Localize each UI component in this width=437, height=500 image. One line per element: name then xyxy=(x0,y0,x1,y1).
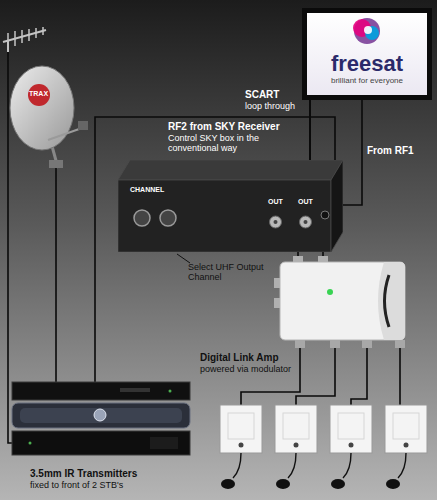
ir-cable xyxy=(398,453,406,478)
display-window xyxy=(150,437,178,449)
part-note: fixed to front of 2 STB's xyxy=(30,480,123,490)
rf2-cable xyxy=(95,117,335,382)
wall-plate xyxy=(220,405,262,453)
amp-body xyxy=(280,262,405,340)
set-top-box xyxy=(12,382,190,400)
logo-swirl xyxy=(354,18,380,44)
dish-lnb xyxy=(78,121,88,130)
aerial-element xyxy=(35,28,37,38)
dish-bracket xyxy=(49,160,63,168)
amp-side xyxy=(378,262,405,340)
channel-knob xyxy=(160,210,176,226)
front-button xyxy=(94,409,106,421)
part-name: Digital Link Amp xyxy=(200,352,279,364)
satellite-dish xyxy=(10,66,88,168)
port-label: OUT xyxy=(298,198,313,206)
ir-receivers xyxy=(221,453,406,489)
dish-arm xyxy=(48,128,82,140)
ir-cable xyxy=(233,453,241,478)
wall-plate xyxy=(385,405,427,453)
cable-note: loop through xyxy=(245,101,295,111)
dish-cable xyxy=(55,168,57,382)
tv-screen: freesatbrilliant for everyone xyxy=(302,8,432,100)
set-top-boxes xyxy=(12,382,190,455)
power-led xyxy=(327,289,333,295)
modulator-box: CHANNEL xyxy=(118,160,343,252)
f-connector xyxy=(395,340,405,348)
amp-trim xyxy=(385,275,390,327)
dish-reflector xyxy=(10,66,74,150)
cable-label: RF2 from SKY Receiver xyxy=(168,121,280,133)
logo-swirl xyxy=(364,26,372,34)
channel-knob xyxy=(134,210,150,226)
ir-jack xyxy=(294,443,299,448)
ir-eye xyxy=(386,479,400,489)
plate-cable xyxy=(296,348,335,405)
scart-cable xyxy=(309,100,311,160)
aerial-boom xyxy=(3,30,46,42)
front-band xyxy=(20,408,182,423)
plate-cable xyxy=(399,348,401,405)
f-connector xyxy=(300,216,312,228)
brand-badge-text: TRAX xyxy=(29,90,48,98)
leader-line xyxy=(177,254,190,263)
set-top-box xyxy=(12,403,190,428)
ir-cable xyxy=(343,453,351,478)
side-face xyxy=(331,160,343,252)
plate-inset xyxy=(338,413,364,439)
port-label: OUT xyxy=(268,198,283,206)
part-name: 3.5mm IR Transmitters xyxy=(30,468,137,480)
aerial-element xyxy=(28,29,30,41)
wall-plate xyxy=(330,405,372,453)
cable-label: From RF1 xyxy=(367,145,414,157)
ir-eye xyxy=(276,479,290,489)
connector-pin xyxy=(274,220,278,224)
logo-swirl xyxy=(365,26,379,40)
ir-jack xyxy=(349,443,354,448)
dish-logo-badge xyxy=(28,84,50,106)
panel-label: CHANNEL xyxy=(130,186,343,194)
aerial-element xyxy=(14,31,16,46)
part-note: powered via modulator xyxy=(200,364,291,374)
plate-cable xyxy=(351,348,367,405)
f-connector xyxy=(362,340,372,348)
wall-plate xyxy=(275,405,317,453)
digital-link-amp xyxy=(274,256,405,348)
set-top-box xyxy=(12,431,190,455)
f-connector xyxy=(295,340,305,348)
display-strip xyxy=(120,388,150,392)
ir-eye xyxy=(331,479,345,489)
aerial-mast xyxy=(7,41,9,52)
plate-inset xyxy=(283,413,309,439)
plate-inset xyxy=(393,413,419,439)
f-connector xyxy=(270,216,282,228)
callout-note: Select UHF Output Channel xyxy=(188,262,270,283)
ir-jack xyxy=(239,443,244,448)
brand-slogan: brilliant for everyone xyxy=(313,76,421,85)
brand-logo xyxy=(307,13,427,49)
status-led xyxy=(29,442,32,445)
cable-note: Control SKY box in the conventional way xyxy=(168,133,288,154)
aerial xyxy=(3,27,46,52)
modulator-body xyxy=(118,160,343,252)
ir-cable xyxy=(288,453,296,478)
top-face xyxy=(118,160,343,180)
status-led xyxy=(169,390,172,393)
aerial-element xyxy=(42,27,44,35)
ir-eye xyxy=(221,479,235,489)
aerial-cable xyxy=(8,52,12,443)
cables xyxy=(8,52,400,443)
f-connector xyxy=(330,340,340,348)
rf1-cable xyxy=(343,100,362,205)
plate-inset xyxy=(228,413,254,439)
connector-pin xyxy=(304,220,308,224)
wall-plates xyxy=(220,405,427,453)
cable-label: SCART xyxy=(245,89,279,101)
aerial-element xyxy=(21,30,23,43)
brand-logo-text: freesat xyxy=(313,51,421,76)
power-socket xyxy=(321,211,329,219)
ir-jack xyxy=(404,443,409,448)
